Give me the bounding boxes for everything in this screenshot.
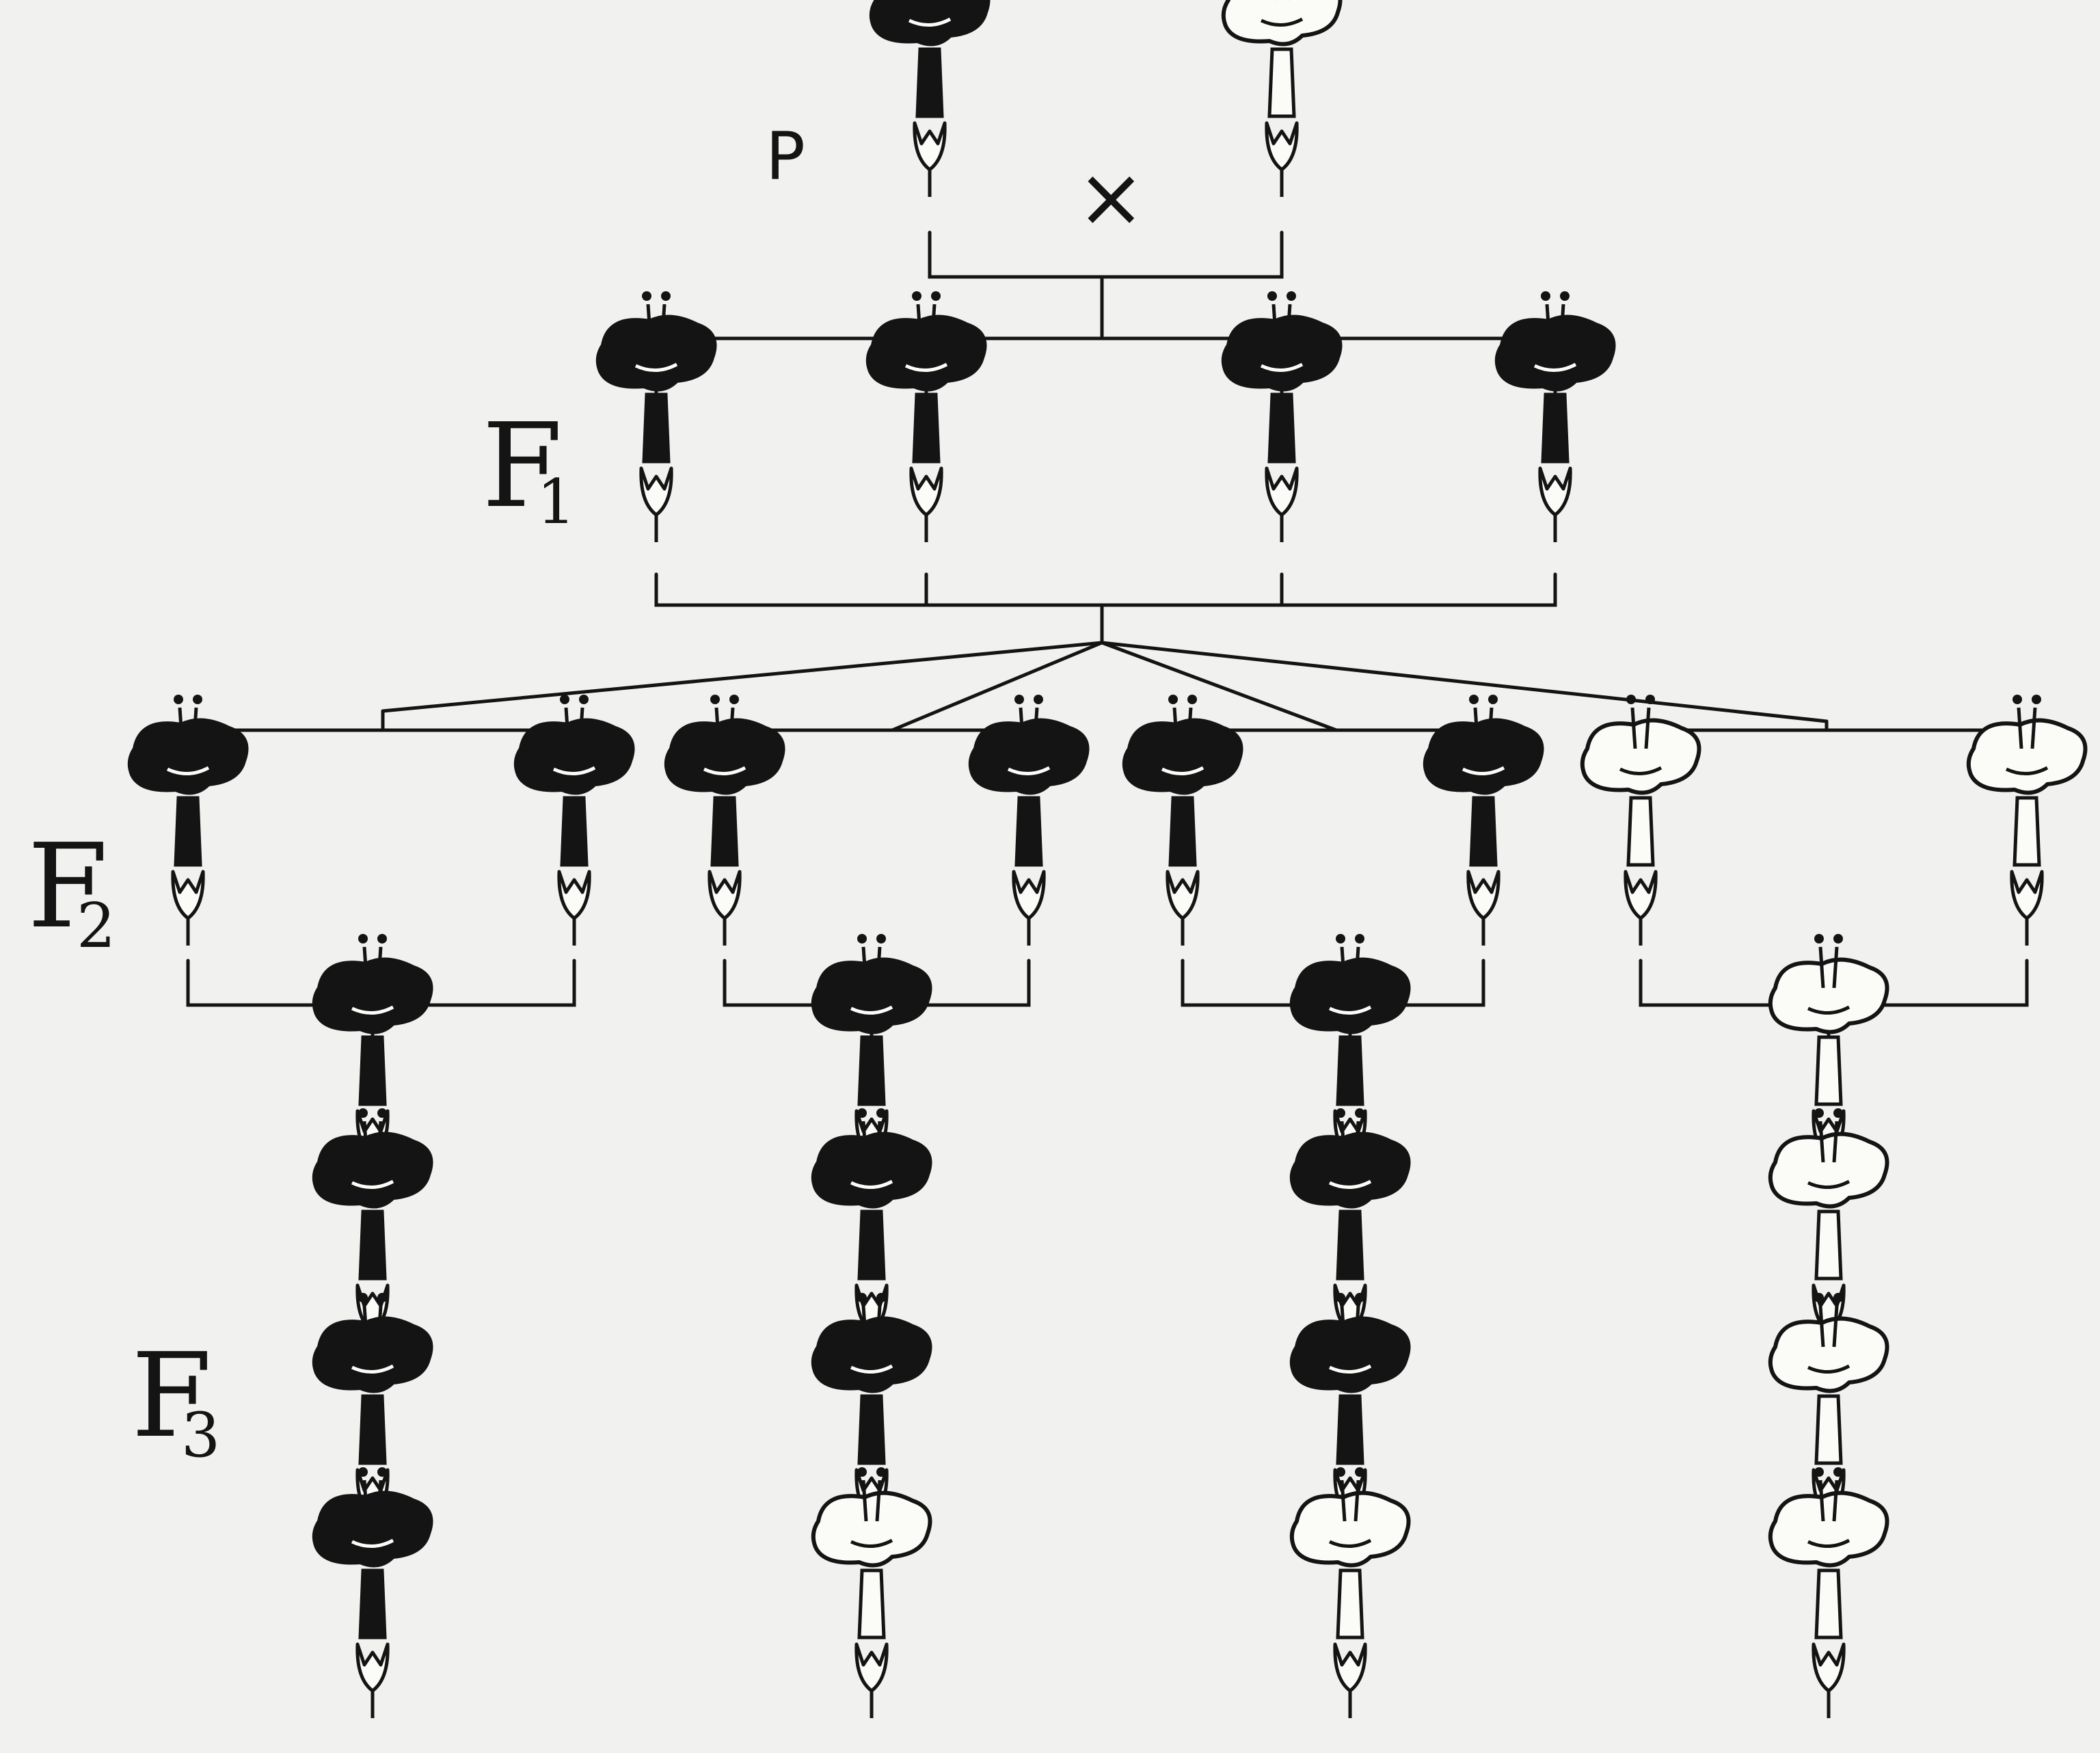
f3-label-subscript: 3 xyxy=(181,1400,220,1471)
flowers-layer xyxy=(127,0,2088,1718)
f3-flower-3-2-flower-dark-icon xyxy=(1289,1108,1411,1359)
p-flower-1-flower-dark-icon xyxy=(869,0,991,197)
pedigree-lines xyxy=(186,230,2029,1041)
f2-flower-1-flower-dark-icon xyxy=(127,695,249,946)
f2-flower-5-flower-dark-icon xyxy=(1122,695,1243,946)
f3-flower-1-2-flower-dark-icon xyxy=(312,1108,433,1359)
f2-flower-6-flower-dark-icon xyxy=(1423,695,1544,946)
f3-label-letter: F xyxy=(131,1328,212,1464)
f1-flower-4-flower-dark-icon xyxy=(1494,291,1616,542)
f3-flower-4-2-flower-light-icon xyxy=(1768,1108,1889,1359)
f3-flower-2-4-flower-light-icon xyxy=(811,1467,932,1718)
f2-flower-8-flower-light-icon xyxy=(1966,695,2088,946)
f2-flower-2-flower-dark-icon xyxy=(513,695,635,946)
f2-label-letter: F xyxy=(27,819,108,954)
cross-symbol: × xyxy=(1077,150,1146,245)
f3-label: F 3 xyxy=(131,1328,220,1471)
f3-flower-1-3-flower-dark-icon xyxy=(312,1293,433,1544)
f1-label-letter: F xyxy=(482,399,563,534)
f1-flower-1-flower-dark-icon xyxy=(595,291,717,542)
f1-label-subscript: 1 xyxy=(537,466,576,538)
f3-flower-3-4-flower-light-icon xyxy=(1289,1467,1411,1718)
f1-flower-3-flower-dark-icon xyxy=(1221,291,1343,542)
parental-label: P xyxy=(766,118,805,195)
f1-flower-2-flower-dark-icon xyxy=(865,291,987,542)
f3-flower-4-4-flower-light-icon xyxy=(1768,1467,1889,1718)
f3-flower-1-4-flower-dark-icon xyxy=(312,1467,433,1718)
f2-label-subscript: 2 xyxy=(77,890,116,962)
f2-label: F 2 xyxy=(27,819,116,962)
p-flower-2-flower-light-icon xyxy=(1221,0,1343,197)
f2-flower-4-flower-dark-icon xyxy=(968,695,1090,946)
f2-flower-7-flower-light-icon xyxy=(1580,695,1701,946)
f3-flower-4-3-flower-light-icon xyxy=(1768,1293,1889,1544)
f2-flower-3-flower-dark-icon xyxy=(664,695,785,946)
f1-label: F 1 xyxy=(482,399,576,538)
f3-flower-3-1-flower-dark-icon xyxy=(1289,934,1411,1185)
